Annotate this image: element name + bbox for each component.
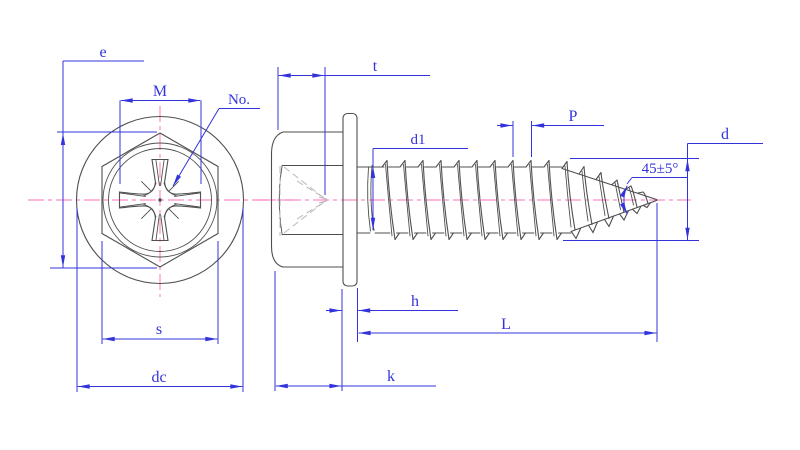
dimensions — [50, 60, 763, 392]
thread-root-lines — [356, 166, 572, 234]
dimension-M — [119, 98, 202, 184]
dimension-L — [358, 203, 658, 342]
dim-label-L: L — [501, 316, 511, 333]
dimension-angle — [620, 177, 687, 215]
dim-label-k: k — [387, 368, 395, 385]
dim-label-angle: 45±5° — [642, 161, 679, 177]
thread-bottom-crest-flanks — [394, 232, 563, 241]
dimension-dc — [76, 208, 244, 392]
flange-circle — [75, 115, 245, 285]
dim-label-e: e — [99, 44, 106, 61]
phillips-recess-fillet-arcs — [142, 182, 178, 218]
point-top-crests — [561, 160, 649, 231]
thread-helix-flanks — [386, 159, 558, 241]
front-view — [75, 115, 245, 285]
dimension-e — [50, 60, 157, 269]
side-head-facet-arc — [278, 166, 283, 234]
recess-circle — [108, 148, 212, 252]
dim-label-no: No. — [228, 92, 250, 108]
dimension-t — [277, 67, 430, 195]
side-head-facet-lines — [281, 165, 344, 235]
side-head-outline — [270, 131, 344, 268]
dim-label-t: t — [373, 58, 378, 75]
point-bottom-crests — [570, 202, 652, 240]
flange-washer — [342, 112, 358, 287]
thread-crest-left-flanks — [381, 159, 550, 168]
chamfer-circle — [102, 142, 218, 258]
dimension-k — [274, 271, 436, 391]
dim-label-s: s — [156, 321, 162, 338]
side-view — [270, 112, 658, 287]
dim-label-P: P — [569, 108, 578, 125]
phillips-recess-wings — [120, 160, 200, 241]
dimension-d — [563, 143, 763, 241]
phillips-recess-outline — [118, 158, 202, 242]
thread-blade-inner-lines — [385, 164, 555, 237]
recess-cone-hidden-lines — [283, 166, 330, 234]
hex-outline — [101, 132, 219, 268]
hidden-recess-lines — [279, 166, 330, 236]
dimension-P — [497, 121, 604, 157]
dimension-d1 — [370, 148, 468, 230]
dimension-h — [326, 288, 458, 391]
dim-label-h: h — [411, 293, 419, 310]
dim-label-d1: d1 — [411, 132, 426, 148]
dimension-labels: e M No. t d1 P d 45±5° h L s dc k — [99, 44, 729, 386]
phillips-recess-corner-ticks — [141, 181, 179, 219]
point-inner-lines — [564, 165, 634, 228]
leader-no — [172, 108, 260, 187]
dim-label-M: M — [153, 83, 167, 100]
dim-label-d: d — [721, 126, 729, 143]
dimension-s — [101, 241, 219, 344]
dim-label-dc: dc — [151, 369, 166, 386]
recess-center-dot — [158, 198, 162, 202]
